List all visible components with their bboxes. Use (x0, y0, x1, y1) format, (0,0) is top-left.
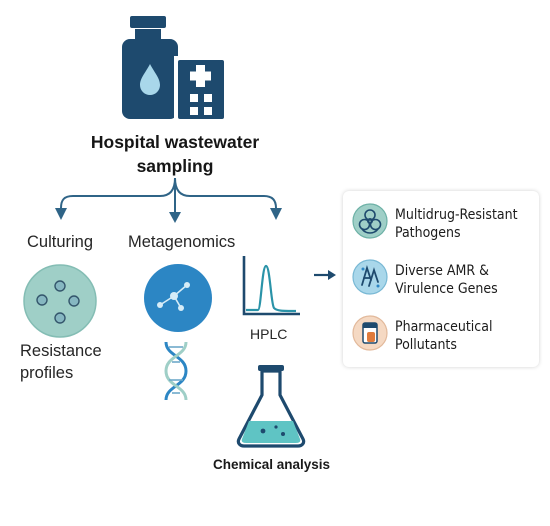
title-line-2: sampling (136, 156, 214, 176)
flask-icon (236, 365, 306, 448)
petri-dish-icon (23, 264, 97, 338)
branch-culturing: Culturing (27, 233, 94, 251)
branch-metagenomics: Metagenomics (128, 233, 236, 251)
network-icon (144, 264, 212, 332)
outcome-2-line-2: Virulence Genes (395, 281, 498, 297)
resistance-line-1: Resistance (20, 342, 102, 360)
pill-icon (352, 315, 388, 351)
chemical-analysis-label: Chemical analysis (213, 457, 331, 472)
hospital-wastewater-icon (122, 16, 226, 119)
outcome-2: Diverse AMR & Virulence Genes (395, 262, 498, 298)
outcome-1-line-1: Multidrug-Resistant (395, 207, 518, 223)
chromatogram-icon (242, 256, 300, 316)
outcome-3-line-1: Pharmaceutical (395, 319, 493, 335)
bacteria-icon (352, 259, 388, 295)
dna-icon (164, 341, 188, 401)
outcome-3: Pharmaceutical Pollutants (395, 318, 492, 354)
diagram-title: Hospital wastewater sampling (60, 130, 290, 178)
branch-hplc: HPLC (250, 326, 288, 342)
outcome-1-line-2: Pathogens (395, 225, 461, 241)
resistance-line-2: profiles (20, 364, 74, 382)
outcome-3-line-2: Pollutants (395, 337, 457, 353)
resistance-profiles-label: Resistance profiles (20, 340, 102, 384)
title-line-1: Hospital wastewater (90, 132, 260, 152)
outcome-2-line-1: Diverse AMR & (395, 263, 489, 279)
biohazard-icon (352, 203, 388, 239)
outcome-1: Multidrug-Resistant Pathogens (395, 206, 518, 242)
